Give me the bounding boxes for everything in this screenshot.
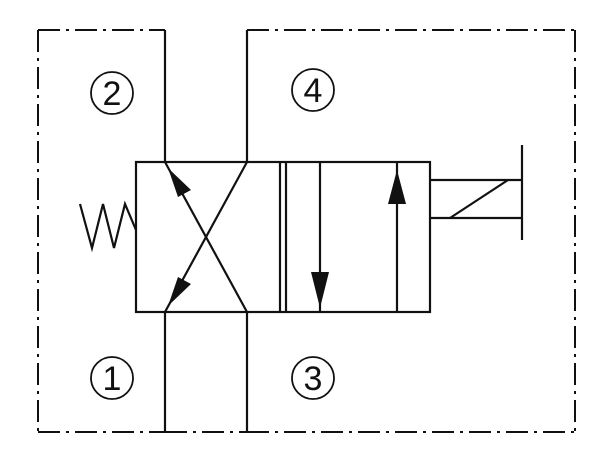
valve-body <box>134 160 432 314</box>
arrowhead-icon <box>168 168 191 197</box>
port-label: 4 <box>304 72 323 110</box>
port-2-marker: 2 <box>90 71 134 115</box>
spring-icon <box>78 200 138 253</box>
solenoid-icon <box>430 145 524 240</box>
port-3-marker: 3 <box>291 356 335 400</box>
port-4-marker: 4 <box>291 68 335 112</box>
arrow-down-icon <box>311 272 329 308</box>
arrowhead-icon <box>168 277 191 306</box>
port-lines <box>163 30 249 432</box>
enclosure-boundary <box>37 29 576 433</box>
parallel-flow-position <box>311 162 406 312</box>
port-label: 1 <box>103 360 122 398</box>
crossed-flow-position <box>164 161 248 313</box>
port-1-marker: 1 <box>90 356 134 400</box>
port-label: 3 <box>304 360 323 398</box>
arrow-up-icon <box>388 170 406 204</box>
port-label: 2 <box>103 75 122 113</box>
